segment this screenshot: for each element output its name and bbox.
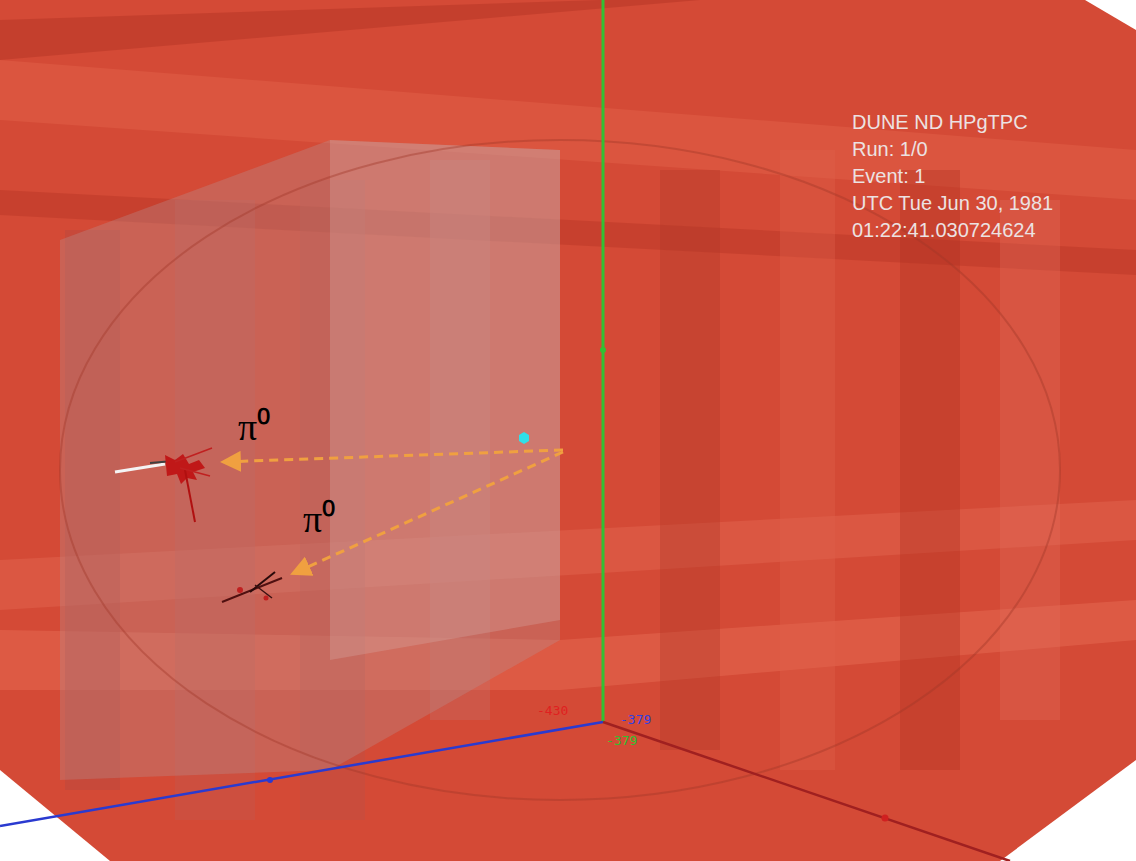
pi0-arrow (222, 450, 563, 462)
x-axis (603, 722, 1010, 861)
axis-value: -379 (606, 734, 637, 747)
timestamp-time: 01:22:41.030724624 (852, 220, 1036, 240)
axis-value: -430 (537, 704, 568, 717)
pi0-arrow (292, 452, 563, 574)
vertex-marker (519, 432, 529, 444)
particle-label: π⁰ (303, 500, 335, 538)
particle-label: π⁰ (238, 408, 270, 446)
axis-value: -379 (620, 713, 651, 726)
inner-chamber-face (330, 140, 560, 660)
em-shower (115, 448, 212, 522)
timestamp-date: UTC Tue Jun 30, 1981 (852, 193, 1053, 213)
axis-tick (267, 777, 273, 783)
axis-tick (882, 815, 889, 822)
inner-chamber (60, 140, 560, 780)
em-shower (222, 572, 282, 602)
run-number: Run: 1/0 (852, 139, 928, 159)
display-title: DUNE ND HPgTPC (852, 112, 1028, 132)
y-axis (602, 0, 605, 722)
pressure-vessel (60, 140, 1060, 800)
event-number: Event: 1 (852, 166, 925, 186)
axis-tick (600, 347, 606, 353)
z-axis (0, 722, 603, 826)
